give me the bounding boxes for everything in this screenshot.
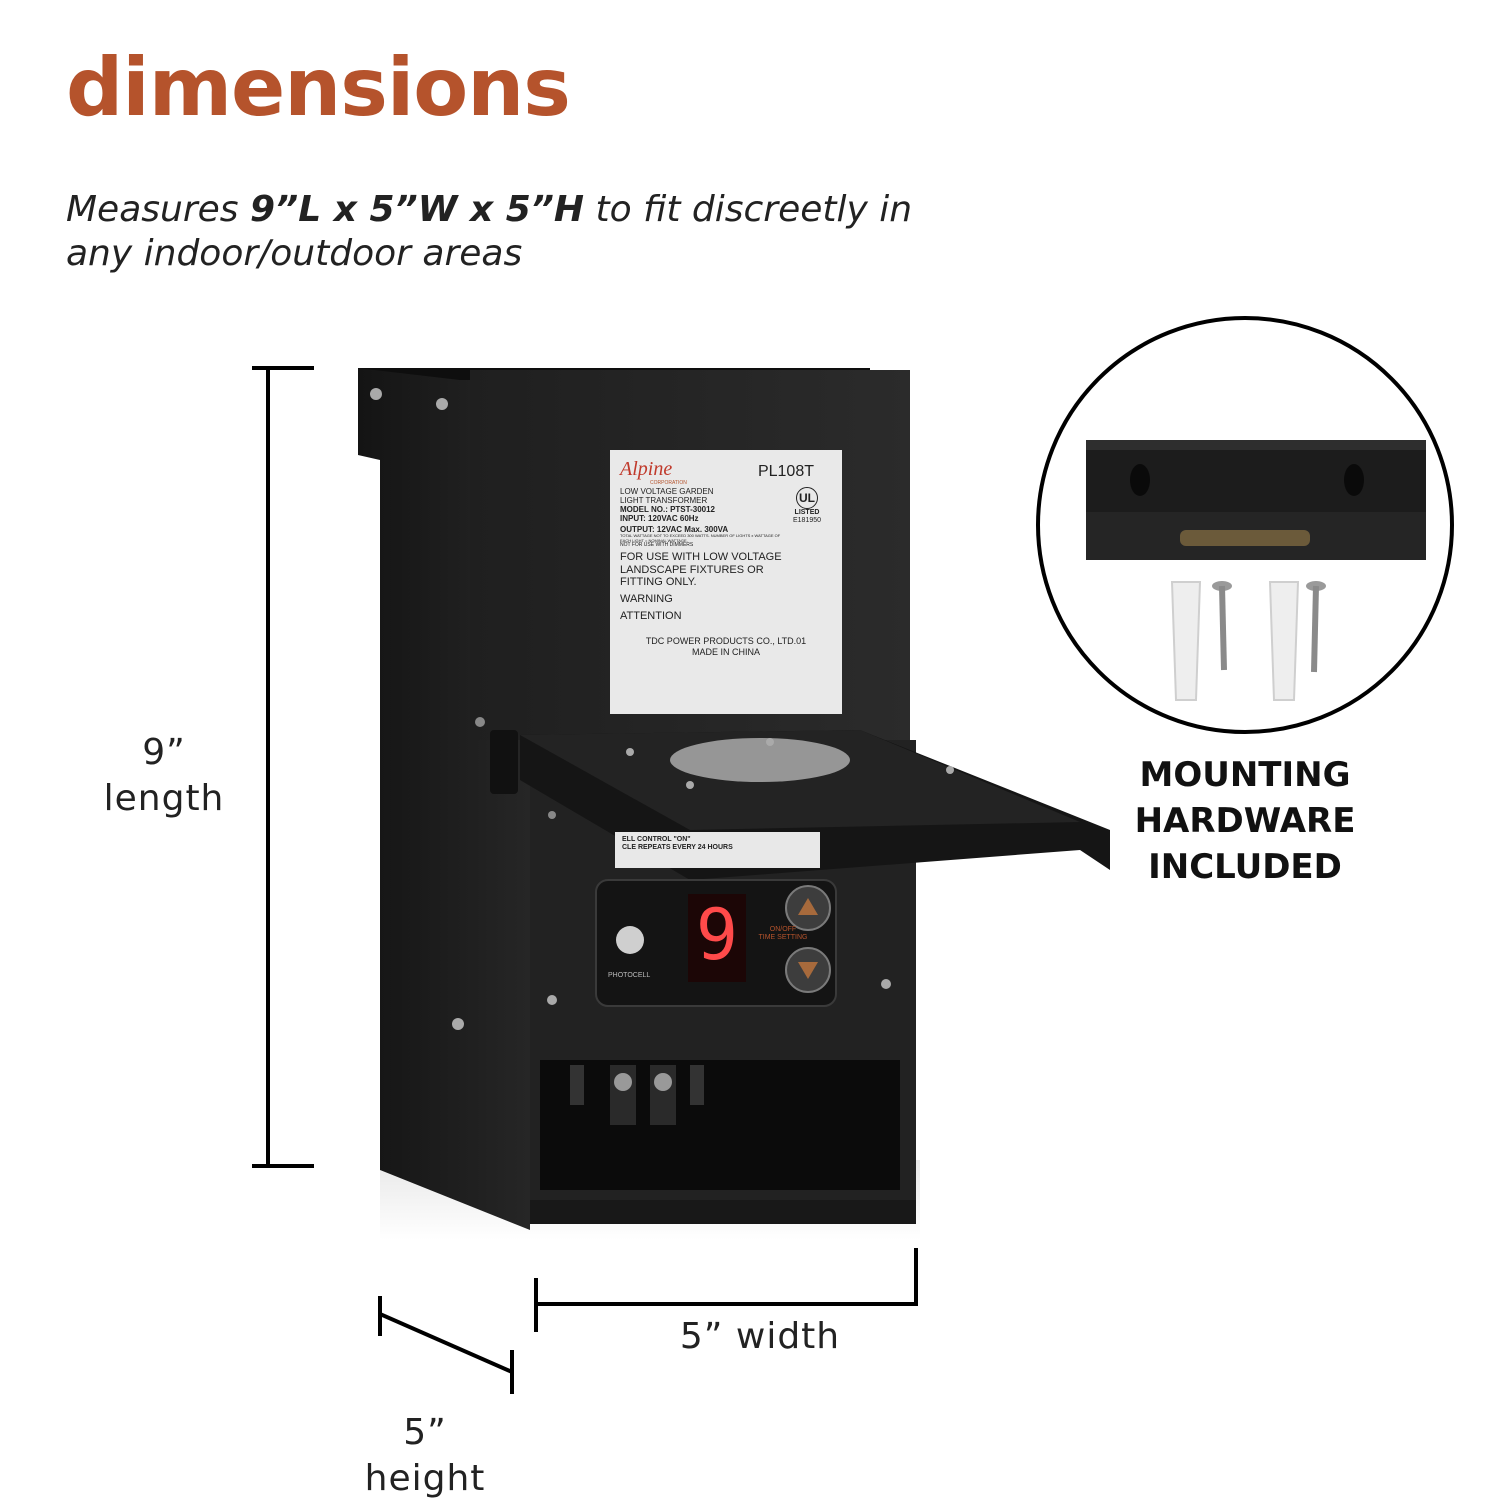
page-title: dimensions [66,41,571,134]
model-name: PL108T [757,462,814,480]
subtitle-suffix: to fit discreetly in any indoor/outdoor … [66,189,913,274]
page-subtitle: Measures 9”L x 5”W x 5”H to fit discreet… [66,188,966,276]
label-output: OUTPUT: 12VAC Max. 300VA [620,524,729,534]
mounting-hardware-caption: MOUNTING HARDWARE INCLUDED [1100,752,1390,890]
label-attention: ATTENTION [620,609,682,622]
mounting-hardware-inset [1036,316,1454,734]
length-cap-bottom [252,1164,314,1168]
wall-anchor-right [1268,581,1300,701]
width-text: 5” width [679,1316,841,1357]
subtitle-measurements: 9”L x 5”W x 5”H [250,189,585,230]
keyhole-right [1344,464,1364,496]
ul-listed: LISTED [794,508,820,516]
brand-logo: Alpine [620,458,673,480]
label-maker: TDC POWER PRODUCTS CO., LTD.01 [645,636,807,647]
label-line1: LOW VOLTAGE GARDEN [620,486,714,496]
screw-left [1219,585,1227,671]
length-cap-top [252,366,314,370]
screw-right [1311,585,1319,673]
height-label: height [364,1458,486,1499]
timer-sticker: ELL CONTROL "ON" CLE REPEATS EVERY 24 HO… [622,836,818,852]
label-use3: FITTING ONLY. [620,576,697,589]
keyhole-left [1130,464,1150,496]
subtitle-prefix: Measures [66,189,250,230]
onoff-label: ON/OFF [769,926,797,933]
mounting-line1: MOUNTING [1139,755,1351,795]
sticker-line2: CLE REPEATS EVERY 24 HOURS [622,844,733,852]
time-setting-text: TIME SETTING [758,934,808,942]
height-text: 5” height [330,1410,520,1502]
label-use2: LANDSCAPE FIXTURES OR [620,563,764,576]
mounting-line3: INCLUDED [1148,847,1342,887]
height-line [379,1312,513,1374]
label-made: MADE IN CHINA [691,646,760,657]
width-line [534,1302,918,1306]
photocell-label: PHOTOCELL [608,972,651,979]
time-setting-label: ON/OFF TIME SETTING [754,926,812,942]
width-cap-right [914,1248,918,1302]
label-fine3: NOT FOR USE WITH DIMMERS [620,542,694,549]
mounting-line2: HARDWARE [1134,801,1356,841]
label-input: INPUT: 120VAC 60Hz [620,514,699,524]
label-use1: FOR USE WITH LOW VOLTAGE [620,550,782,563]
height-value: 5” [403,1412,447,1453]
ul-file-no: E181950 [792,516,822,524]
label-fine1: TOTAL WATTAGE NOT TO EXCEED 300 WATTS. N… [620,533,781,539]
length-label: length [103,778,225,819]
sticker-line1: ELL CONTROL "ON" [622,836,691,843]
ul-mark-icon: UL [796,486,818,509]
label-model-no: MODEL NO.: PTST-30012 [620,505,715,515]
length-value: 9” [142,732,186,773]
mounting-hardware-illustration [1086,440,1426,701]
label-line2: LIGHT TRANSFORMER [620,495,708,505]
product-label: Alpine PL108T CORPORATION LOW VOLTAGE GA… [610,450,842,714]
height-dimension [378,1296,514,1394]
wall-anchor-left [1170,581,1202,701]
label-warning: WARNING [620,592,673,605]
transformer-product: Alpine PL108T CORPORATION LOW VOLTAGE GA… [340,360,1140,1260]
label-fine2: EACH LIGHT = NOMINAL WATTAGE. [620,537,688,543]
length-line [266,366,270,1168]
timer-display: 9 [695,894,739,976]
brand-subtitle: CORPORATION [650,480,687,486]
length-text: 9” length [64,730,264,822]
